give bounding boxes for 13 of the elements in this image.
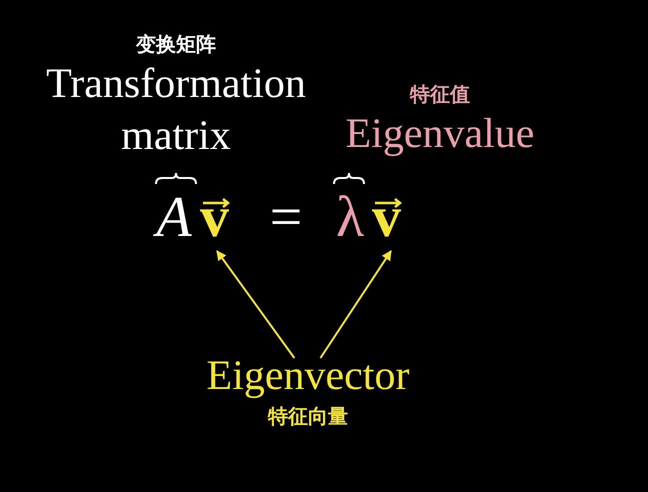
term-label: Transformation matrix (45, 60, 307, 161)
chinese-caption: 特征值 (408, 81, 471, 108)
term-label: Eigenvalue (344, 110, 536, 159)
equals-sign: = (268, 185, 304, 249)
chinese-caption: 特征向量 (266, 403, 349, 430)
arrow (320, 250, 392, 359)
matrix-symbol: A (150, 185, 198, 249)
eigenvalue-symbol: λ (330, 185, 370, 249)
term-label: Eigenvector (206, 352, 410, 401)
arrow (216, 250, 296, 359)
vector-symbol: v⃗ (200, 185, 234, 249)
vector-symbol: v⃗ (372, 185, 410, 249)
chinese-caption: 变换矩阵 (134, 31, 217, 58)
